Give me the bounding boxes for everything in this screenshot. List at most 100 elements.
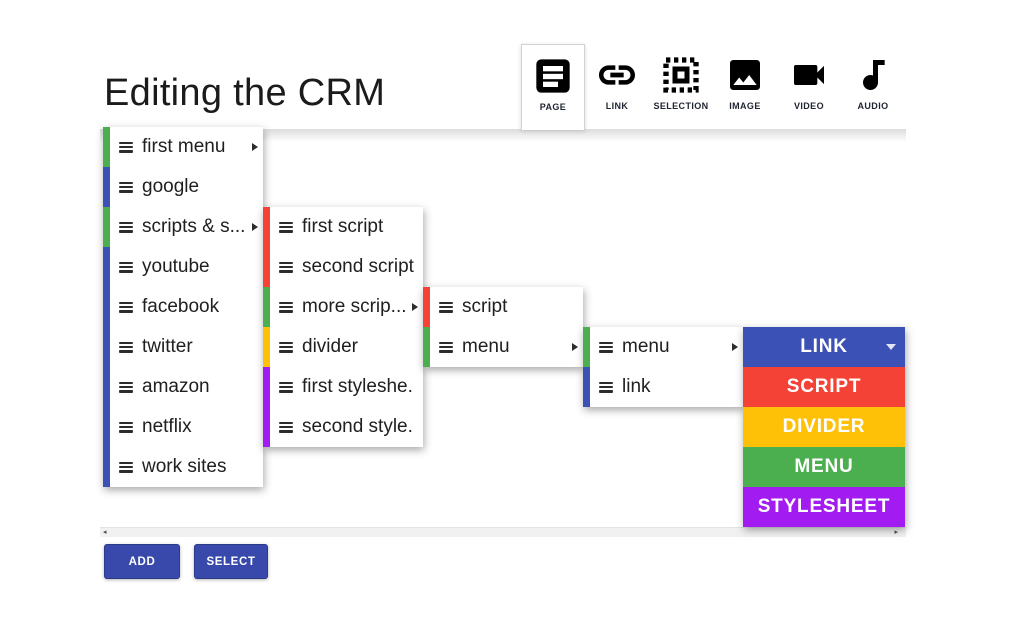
menu-panel-root-menu: first menu google scripts & s... youtube fac… bbox=[103, 127, 263, 487]
menu-item-label: more scrip... bbox=[302, 296, 407, 317]
drag-handle-icon[interactable] bbox=[279, 421, 293, 433]
select-button[interactable]: SELECT bbox=[194, 544, 268, 579]
item-type-color-bar bbox=[103, 447, 110, 487]
tab-link[interactable]: LINK bbox=[585, 44, 649, 130]
menu-panel-nested-menu-submenu: menu link bbox=[583, 327, 743, 407]
type-option-label: MENU bbox=[794, 456, 854, 477]
audio-icon bbox=[853, 55, 893, 95]
tab-label: AUDIO bbox=[857, 101, 889, 111]
menu-item[interactable]: scripts & s... bbox=[103, 207, 263, 247]
menu-item[interactable]: first menu bbox=[103, 127, 263, 167]
tab-label: VIDEO bbox=[793, 101, 824, 111]
menu-item-label: facebook bbox=[142, 296, 220, 317]
menu-item-label: google bbox=[142, 176, 200, 197]
scroll-left-arrow-icon[interactable]: ◂ bbox=[103, 529, 107, 536]
menu-item-label: amazon bbox=[142, 376, 210, 397]
menu-item-label: divider bbox=[302, 336, 358, 357]
menu-item-label: first styleshe. bbox=[302, 376, 413, 397]
submenu-arrow-icon bbox=[252, 223, 258, 231]
type-option-menu[interactable]: MENU bbox=[743, 447, 905, 487]
type-option-link[interactable]: LINK bbox=[743, 327, 905, 367]
menu-item[interactable]: work sites bbox=[103, 447, 263, 487]
drag-handle-icon[interactable] bbox=[119, 341, 133, 353]
menu-item[interactable]: first script bbox=[263, 207, 423, 247]
menu-item[interactable]: second style. bbox=[263, 407, 423, 447]
type-option-label: STYLESHEET bbox=[757, 496, 891, 517]
tab-audio[interactable]: AUDIO bbox=[841, 44, 905, 130]
tab-image[interactable]: IMAGE bbox=[713, 44, 777, 130]
drag-handle-icon[interactable] bbox=[119, 181, 133, 193]
item-type-color-bar bbox=[103, 407, 110, 447]
drag-handle-icon[interactable] bbox=[279, 301, 293, 313]
type-option-label: DIVIDER bbox=[782, 416, 866, 437]
drag-handle-icon[interactable] bbox=[599, 381, 613, 393]
menu-item[interactable]: facebook bbox=[103, 287, 263, 327]
tab-video[interactable]: VIDEO bbox=[777, 44, 841, 130]
menu-item[interactable]: first styleshe. bbox=[263, 367, 423, 407]
page-title: Editing the CRM bbox=[104, 72, 386, 114]
submenu-arrow-icon bbox=[572, 343, 578, 351]
type-option-script[interactable]: SCRIPT bbox=[743, 367, 905, 407]
menu-item-label: first menu bbox=[142, 136, 226, 157]
dropdown-caret-icon[interactable] bbox=[886, 344, 896, 350]
menu-item[interactable]: second script bbox=[263, 247, 423, 287]
menu-item[interactable]: amazon bbox=[103, 367, 263, 407]
drag-handle-icon[interactable] bbox=[279, 261, 293, 273]
type-option-stylesheet[interactable]: STYLESHEET bbox=[743, 487, 905, 527]
item-type-color-bar bbox=[263, 207, 270, 247]
tab-selection[interactable]: SELECTION bbox=[649, 44, 713, 130]
menu-item[interactable]: menu bbox=[423, 327, 583, 367]
drag-handle-icon[interactable] bbox=[119, 461, 133, 473]
drag-handle-icon[interactable] bbox=[119, 261, 133, 273]
item-type-color-bar bbox=[423, 287, 430, 327]
menu-item-label: second script bbox=[302, 256, 414, 277]
item-type-color-bar bbox=[263, 327, 270, 367]
drag-handle-icon[interactable] bbox=[439, 341, 453, 353]
submenu-arrow-icon bbox=[412, 303, 418, 311]
menu-item[interactable]: netflix bbox=[103, 407, 263, 447]
menu-item[interactable]: twitter bbox=[103, 327, 263, 367]
item-type-color-bar bbox=[263, 407, 270, 447]
drag-handle-icon[interactable] bbox=[119, 221, 133, 233]
menu-item-label: second style. bbox=[302, 416, 413, 437]
link-icon bbox=[597, 55, 637, 95]
menu-item-label: link bbox=[622, 376, 651, 397]
image-icon bbox=[725, 55, 765, 95]
menu-item[interactable]: google bbox=[103, 167, 263, 207]
submenu-arrow-icon bbox=[732, 343, 738, 351]
tab-label: PAGE bbox=[539, 102, 567, 112]
drag-handle-icon[interactable] bbox=[279, 221, 293, 233]
menu-item[interactable]: more scrip... bbox=[263, 287, 423, 327]
drag-handle-icon[interactable] bbox=[119, 301, 133, 313]
menu-item[interactable]: divider bbox=[263, 327, 423, 367]
scroll-right-arrow-icon[interactable]: ▸ bbox=[894, 529, 898, 536]
type-picker: LINK SCRIPT DIVIDER MENU STYLESHEET bbox=[743, 327, 905, 527]
drag-handle-icon[interactable] bbox=[279, 381, 293, 393]
drag-handle-icon[interactable] bbox=[599, 341, 613, 353]
menu-item[interactable]: youtube bbox=[103, 247, 263, 287]
drag-handle-icon[interactable] bbox=[439, 301, 453, 313]
drag-handle-icon[interactable] bbox=[119, 421, 133, 433]
horizontal-scrollbar[interactable]: ◂ ▸ bbox=[100, 527, 906, 537]
video-icon bbox=[789, 55, 829, 95]
tab-page[interactable]: PAGE bbox=[521, 44, 585, 130]
item-type-color-bar bbox=[263, 247, 270, 287]
item-type-color-bar bbox=[423, 327, 430, 367]
submenu-arrow-icon bbox=[252, 143, 258, 151]
menu-item-label: first script bbox=[302, 216, 384, 237]
item-type-color-bar bbox=[103, 327, 110, 367]
drag-handle-icon[interactable] bbox=[119, 381, 133, 393]
item-type-color-bar bbox=[583, 367, 590, 407]
add-button[interactable]: ADD bbox=[104, 544, 180, 579]
drag-handle-icon[interactable] bbox=[119, 141, 133, 153]
drag-handle-icon[interactable] bbox=[279, 341, 293, 353]
menu-item[interactable]: link bbox=[583, 367, 743, 407]
type-option-label: SCRIPT bbox=[786, 376, 862, 397]
menu-item[interactable]: menu bbox=[583, 327, 743, 367]
item-type-color-bar bbox=[103, 167, 110, 207]
menu-item[interactable]: script bbox=[423, 287, 583, 327]
tab-label: SELECTION bbox=[653, 101, 709, 111]
type-option-divider[interactable]: DIVIDER bbox=[743, 407, 905, 447]
menu-item-label: menu bbox=[622, 336, 670, 357]
menu-item-label: youtube bbox=[142, 256, 210, 277]
